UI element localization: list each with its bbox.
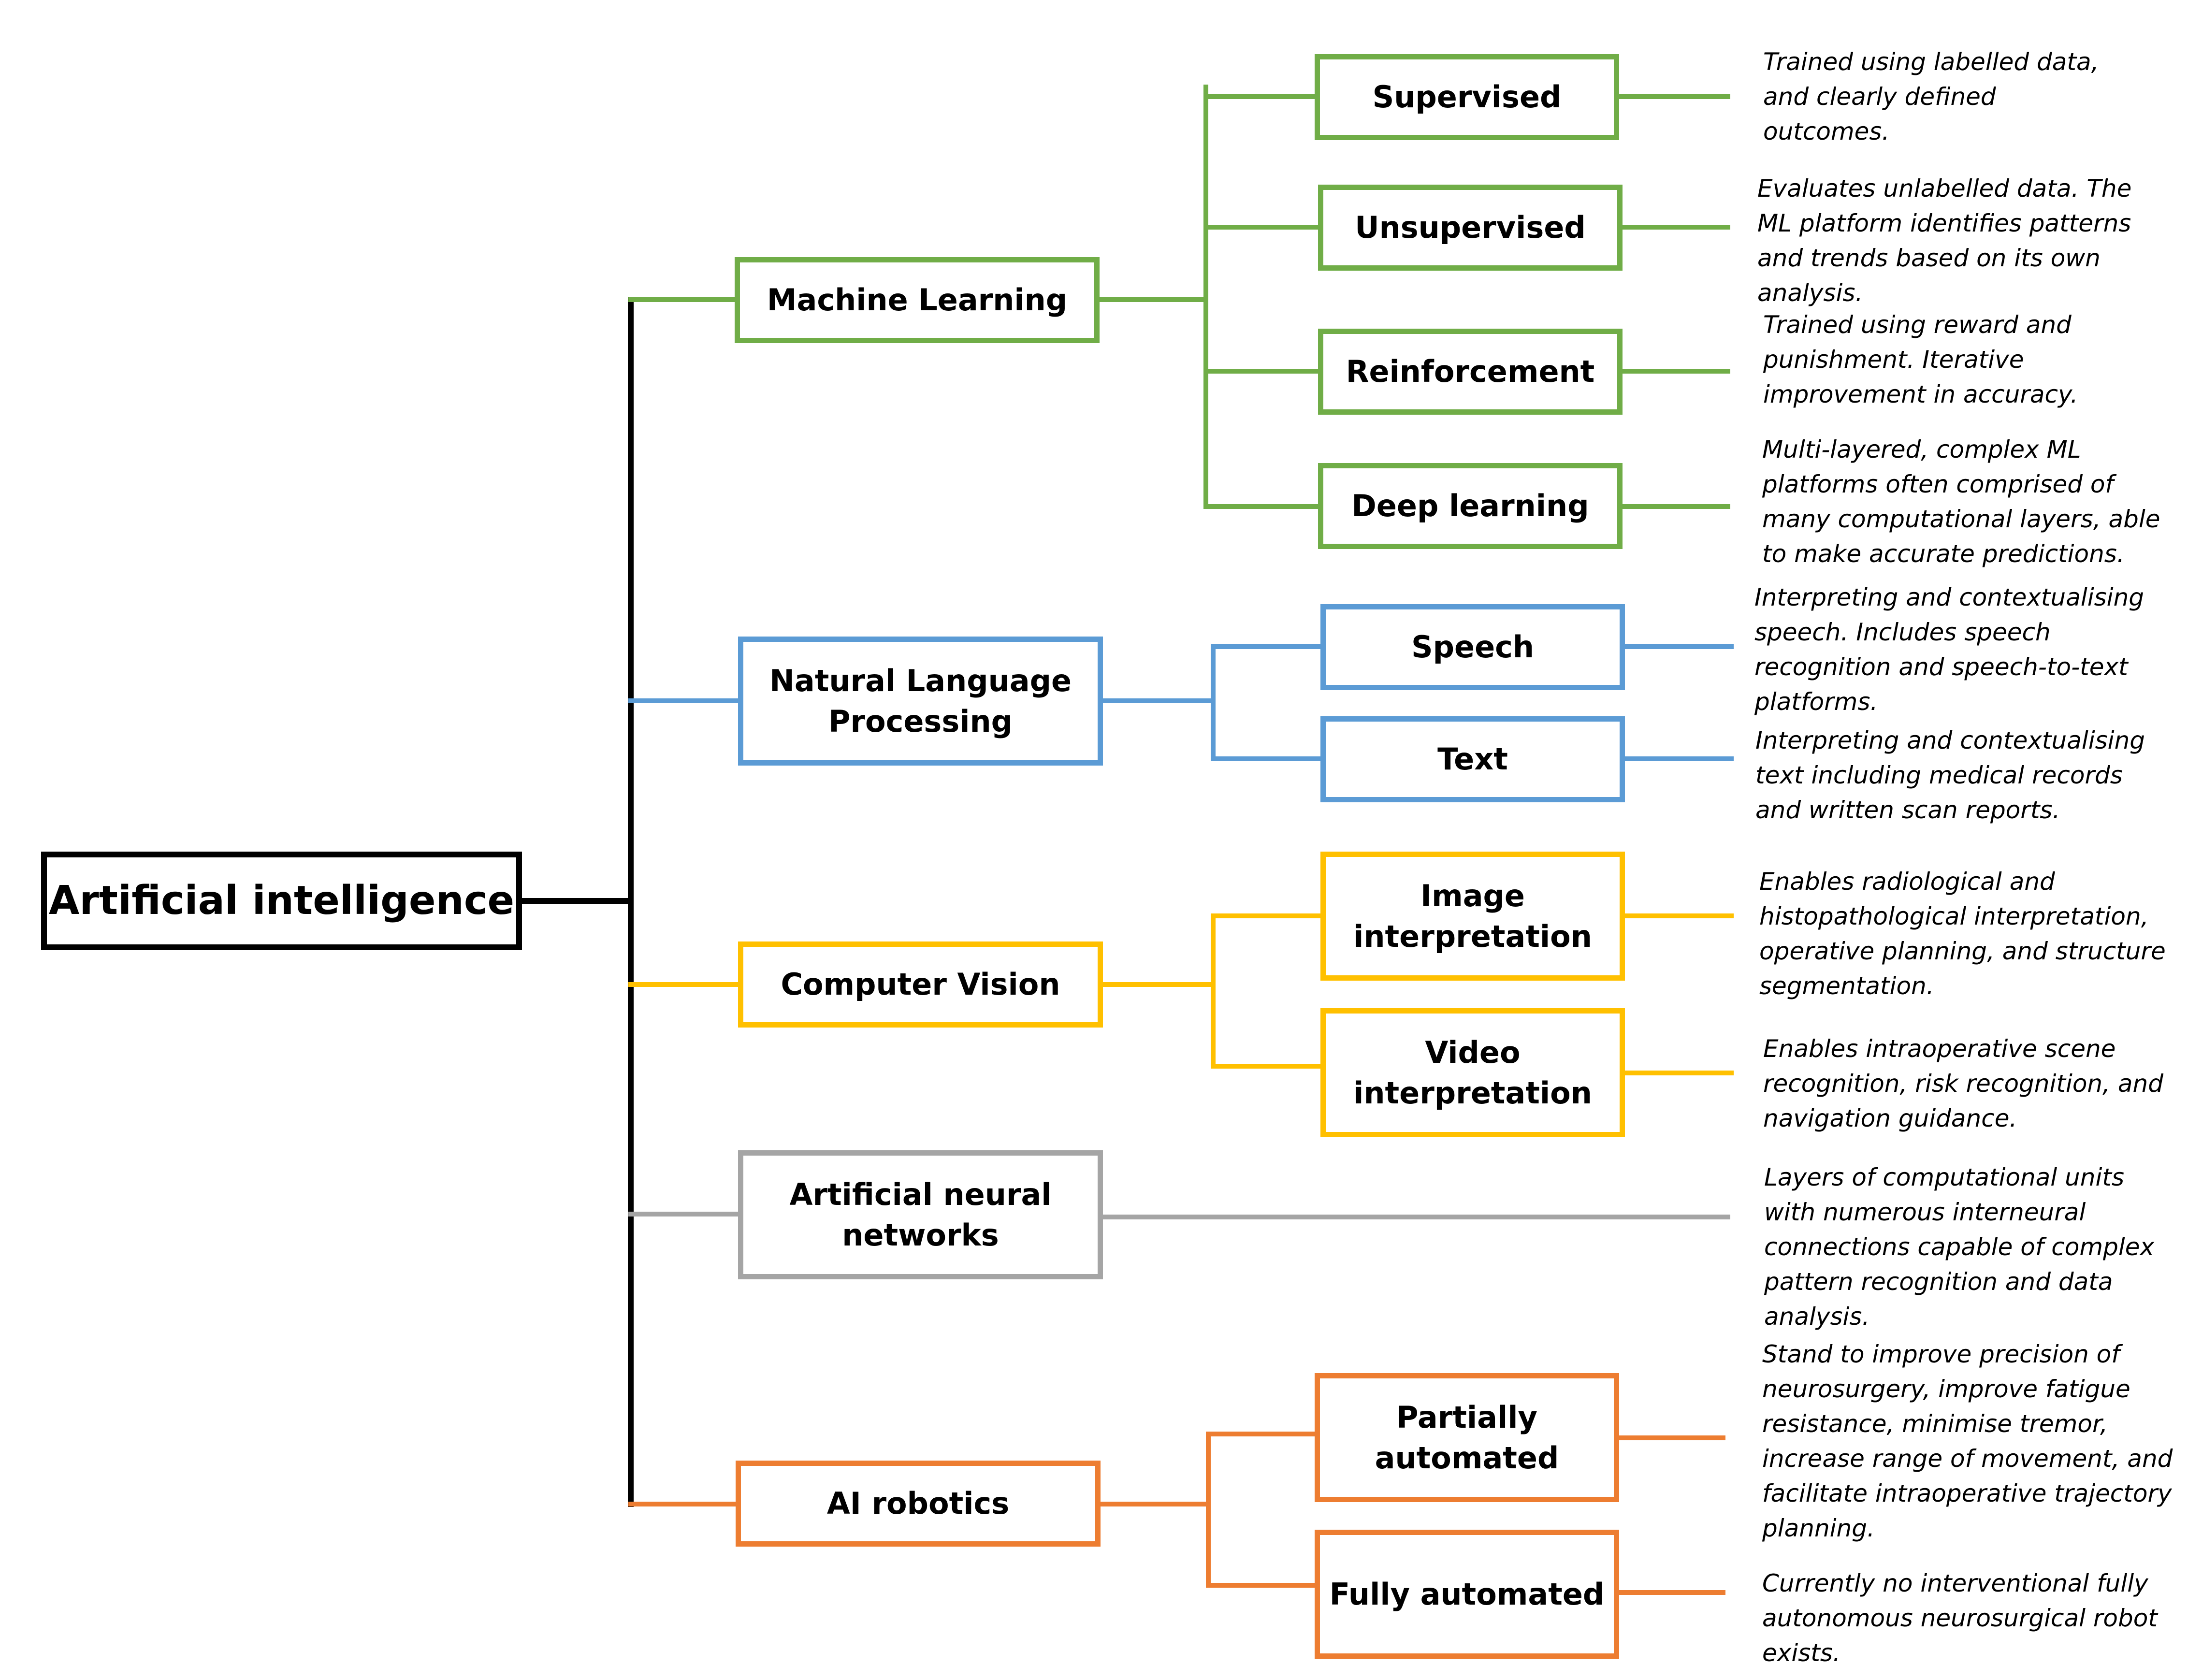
- robotics-node: AI robotics: [736, 1461, 1101, 1547]
- ml-deep-learning-node: Deep learning: [1318, 463, 1623, 549]
- text-description: Interpreting and contextualising text in…: [1755, 726, 2145, 824]
- image-interpretation-description: Enables radiological and histopathologic…: [1759, 868, 2166, 1000]
- ml-supervised-node: Supervised: [1315, 54, 1619, 140]
- nlp-text-label: Text: [1437, 741, 1508, 777]
- cv-image-label: Image interpretation: [1353, 878, 1592, 954]
- ann-description: Layers of computational units with numer…: [1764, 1163, 2155, 1331]
- nlp-speech-node: Speech: [1320, 604, 1625, 690]
- ml-unsupervised-label: Unsupervised: [1355, 210, 1586, 246]
- nlp-text-node: Text: [1320, 716, 1625, 802]
- ml-unsupervised-node: Unsupervised: [1318, 185, 1623, 271]
- root-label: Artificial intelligence: [48, 877, 515, 924]
- fully-automated-description: Currently no interventional fully autono…: [1762, 1569, 2158, 1667]
- ml-deep-learning-label: Deep learning: [1351, 488, 1589, 524]
- cv-label: Computer Vision: [781, 967, 1060, 1002]
- nlp-speech-label: Speech: [1411, 629, 1535, 665]
- speech-description: Interpreting and contextualising speech.…: [1754, 583, 2145, 716]
- deep-learning-description: Multi-layered, complex ML platforms ofte…: [1762, 435, 2160, 568]
- ml-reinforcement-label: Reinforcement: [1346, 354, 1595, 390]
- robotics-full-label: Fully automated: [1329, 1576, 1605, 1612]
- supervised-description: Trained using labelled data, and clearly…: [1763, 48, 2099, 145]
- ann-node: Artificial neural networks: [738, 1150, 1103, 1279]
- ml-label: Machine Learning: [767, 282, 1068, 318]
- video-interpretation-description: Enables intraoperative scene recognition…: [1763, 1035, 2163, 1132]
- unsupervised-description: Evaluates unlabelled data. The ML platfo…: [1757, 174, 2132, 307]
- cv-video-node: Video interpretation: [1320, 1008, 1625, 1137]
- robotics-partial-label: Partially automated: [1375, 1399, 1559, 1476]
- ml-reinforcement-node: Reinforcement: [1318, 329, 1623, 415]
- cv-video-label: Video interpretation: [1353, 1034, 1592, 1111]
- cv-node: Computer Vision: [738, 941, 1103, 1028]
- reinforcement-description: Trained using reward and punishment. Ite…: [1763, 311, 2078, 408]
- ann-label: Artificial neural networks: [789, 1176, 1052, 1253]
- partially-automated-description: Stand to improve precision of neurosurge…: [1762, 1340, 2173, 1542]
- robotics-partial-node: Partially automated: [1315, 1373, 1619, 1502]
- root-node: Artificial intelligence: [41, 852, 522, 950]
- ml-supervised-label: Supervised: [1372, 79, 1562, 115]
- nlp-node: Natural Language Processing: [738, 637, 1103, 766]
- ml-node: Machine Learning: [735, 257, 1100, 343]
- robotics-label: AI robotics: [826, 1486, 1010, 1521]
- robotics-full-node: Fully automated: [1315, 1530, 1619, 1659]
- nlp-label: Natural Language Processing: [769, 663, 1072, 739]
- cv-image-node: Image interpretation: [1320, 852, 1625, 981]
